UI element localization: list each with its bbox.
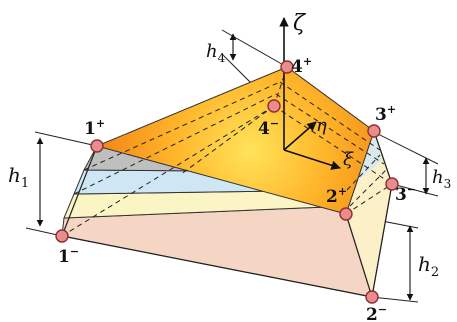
- xi-label: ξ: [343, 149, 354, 170]
- node-1-top: [90, 139, 104, 153]
- node-3-bottom-label: 3−: [395, 183, 416, 205]
- node-4-bottom: [267, 99, 281, 113]
- h2-label: h2: [418, 252, 439, 280]
- xi-axis: [283, 149, 341, 170]
- node-4-bottom-label: 4−: [258, 117, 279, 139]
- h3-label: h3: [432, 167, 451, 191]
- node-3-bottom: [385, 177, 399, 191]
- node-4-top-label: 4+: [291, 55, 312, 77]
- visible-edges: [61, 130, 393, 298]
- node-3-top-label: 3+: [375, 103, 396, 125]
- node-1-bottom: [55, 229, 69, 243]
- node-4-top: [280, 60, 294, 74]
- node-markers: [55, 60, 399, 304]
- eta-axis: [283, 121, 317, 151]
- node-2-bottom-label: 2−: [366, 303, 387, 322]
- node-2-top: [339, 207, 353, 221]
- eta-label: η: [316, 115, 327, 136]
- zeta-label: ζ: [293, 11, 307, 36]
- node-1-bottom-label: 1−: [58, 245, 79, 267]
- node-2-top-label: 2+: [326, 185, 347, 207]
- hidden-edges: [61, 66, 393, 237]
- node-1-top-label: 1+: [84, 117, 105, 139]
- local-axes: [279, 17, 341, 170]
- layer-pink-strip: [61, 205, 373, 298]
- h1-label: h1: [8, 163, 29, 191]
- dimension-arrows: [36, 33, 430, 301]
- node-2-bottom: [365, 290, 379, 304]
- node-3-top: [367, 124, 381, 138]
- h4-label: h4: [206, 41, 226, 65]
